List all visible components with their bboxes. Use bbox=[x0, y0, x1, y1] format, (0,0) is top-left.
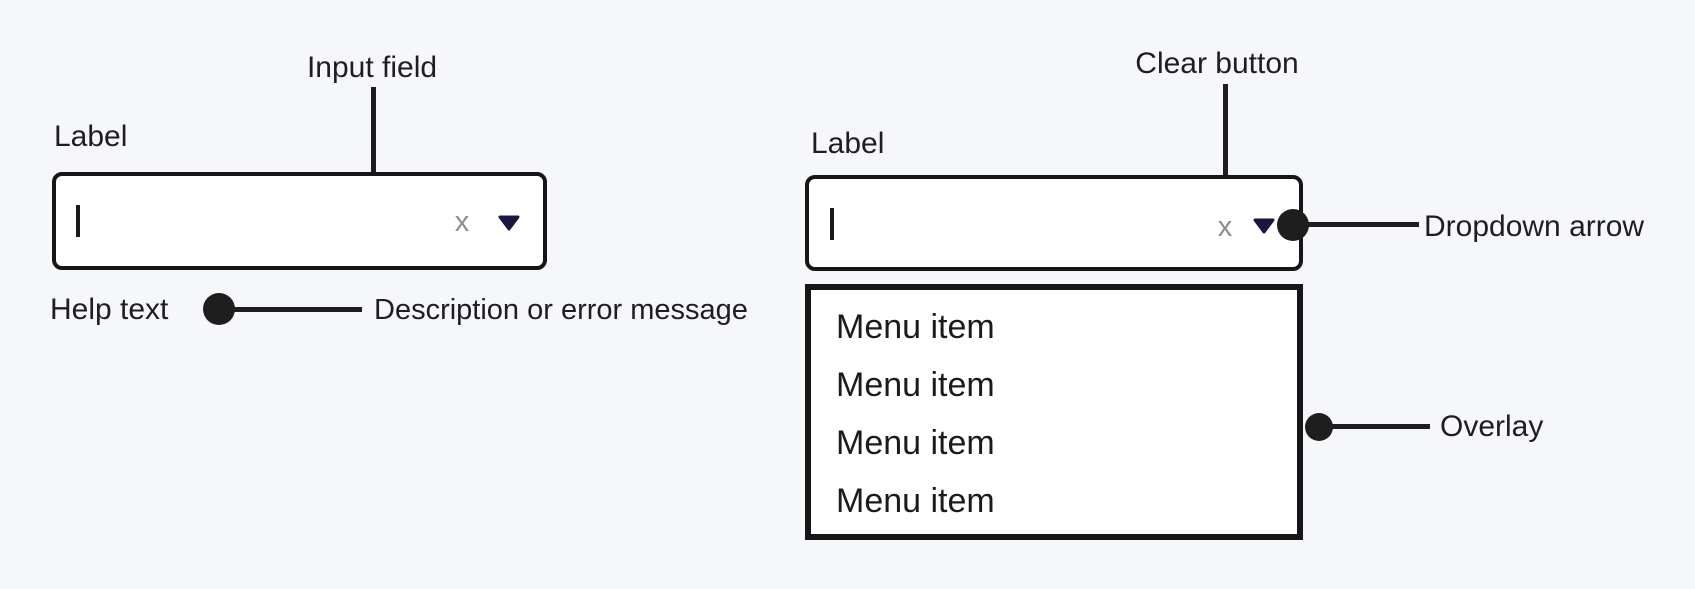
menu-item[interactable]: Menu item bbox=[836, 481, 995, 520]
left-text-caret bbox=[76, 205, 80, 237]
clear-button-annotation: Clear button bbox=[1135, 47, 1299, 80]
left-combobox-label: Label bbox=[54, 120, 128, 153]
right-text-caret bbox=[830, 208, 834, 240]
input-field-annotation: Input field bbox=[306, 51, 438, 84]
callout-line-input-field bbox=[371, 87, 376, 185]
left-help-text: Help text bbox=[50, 293, 169, 326]
help-description-annotation: Description or error message bbox=[374, 294, 748, 326]
right-clear-button[interactable]: x bbox=[1217, 211, 1233, 243]
callout-line-clear-button bbox=[1223, 84, 1228, 188]
left-combobox-input[interactable] bbox=[52, 172, 547, 270]
callout-line-help-text bbox=[220, 307, 362, 312]
callout-line-dropdown-arrow bbox=[1295, 222, 1419, 227]
right-dropdown-arrow-icon[interactable] bbox=[1252, 218, 1276, 234]
menu-item[interactable]: Menu item bbox=[836, 307, 995, 346]
menu-item[interactable]: Menu item bbox=[836, 365, 995, 404]
callout-line-overlay bbox=[1326, 424, 1430, 429]
callout-dot-help-text bbox=[203, 293, 235, 325]
left-clear-button[interactable]: x bbox=[454, 206, 470, 238]
left-dropdown-arrow-icon[interactable] bbox=[497, 215, 521, 231]
right-combobox-overlay: Menu item Menu item Menu item Menu item bbox=[805, 284, 1303, 540]
right-combobox-label: Label bbox=[811, 127, 885, 160]
menu-item[interactable]: Menu item bbox=[836, 423, 995, 462]
overlay-annotation: Overlay bbox=[1440, 410, 1544, 443]
dropdown-arrow-annotation: Dropdown arrow bbox=[1424, 210, 1645, 243]
